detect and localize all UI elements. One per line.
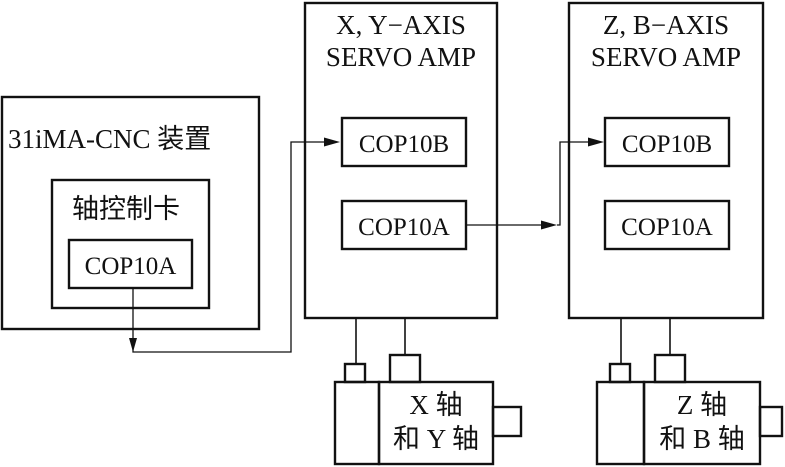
amp-zb-cop10b-port-box [603,116,731,168]
motor-zb-label-line2: 和 B 轴 [659,424,745,454]
motor-zb-label-line1: Z 轴 [677,390,727,420]
amp-zb-cop10a-port-label: COP10A [621,214,713,241]
motor-xy-connector-large [388,353,422,384]
amp-xy-cop10a-port-label: COP10A [358,214,450,241]
axis-control-card-box [50,178,211,310]
servo-amp-zb-title-line1: Z, B−AXIS [603,10,729,40]
motor-xy-encoder [333,380,381,466]
amp-zb-cop10a-port-box [603,199,731,251]
servo-amp-xy-title-line2: SERVO AMP [326,42,476,72]
cnc-unit-box [0,95,261,331]
axis-control-card-title: 轴控制卡 [72,194,180,224]
arrow-into-amp-zb-cop10b [588,137,604,147]
motor-xy-connector-small [343,362,367,384]
servo-amp-zb-box [567,1,765,320]
motor-xy-label-line1: X 轴 [409,390,462,420]
motor-zb [595,353,784,466]
servo-amp-zb-title-line2: SERVO AMP [591,42,741,72]
motor-zb-shaft [758,405,784,438]
motor-xy-label-line2: 和 Y 轴 [393,424,479,454]
link-amp-xy-to-amp-zb-b [557,141,592,226]
motor-zb-connector-large [653,353,687,384]
servo-amp-xy-title-line1: X, Y−AXIS [336,10,466,40]
servo-amp-xy-box [303,1,499,320]
cnc-cop10a-port-box [67,238,194,290]
amp-xy-cop10b-port-label: COP10B [359,131,449,158]
arrow-mid-link [541,220,557,230]
motor-xy [333,353,523,466]
motor-zb-connector-small [608,362,632,384]
amp-zb-cop10b-port-label: COP10B [622,131,712,158]
cnc-unit-title: 31iMA-CNC 装置 [8,124,211,154]
arrow-into-amp-xy-cop10b [324,137,340,147]
motor-zb-encoder [595,380,646,466]
link-cnc-to-amp-xy [132,141,328,353]
cnc-cop10a-port-label: COP10A [85,253,177,280]
arrow-cnc-down [129,338,137,352]
motor-xy-shaft [491,405,523,438]
amp-xy-cop10b-port-box [340,116,468,168]
